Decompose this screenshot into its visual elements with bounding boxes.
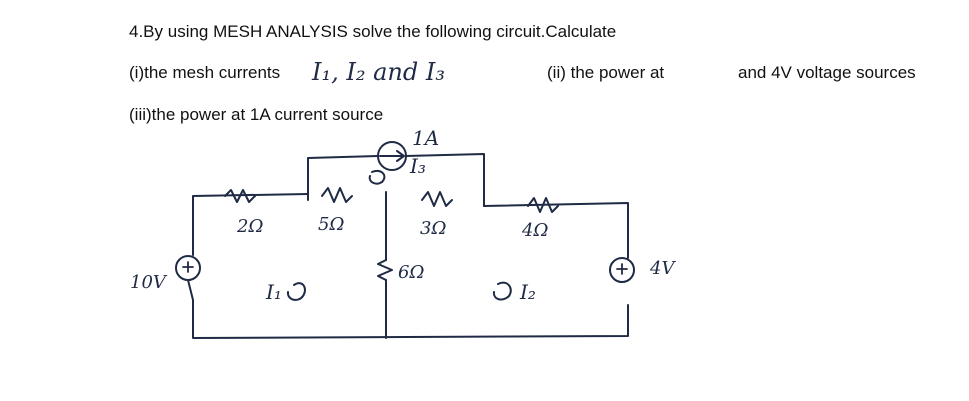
- part-1-mesh-currents: I₁, I₂ and I₃: [312, 58, 445, 86]
- mesh1-label: I₁: [266, 280, 282, 304]
- wire-top-right: [483, 193, 629, 259]
- resistor-3ohm-symbol: [421, 191, 453, 207]
- mesh1-arrow: [286, 282, 306, 301]
- resistor-3ohm-label: 3Ω: [420, 218, 447, 239]
- problem-title: 4.By using MESH ANALYSIS solve the follo…: [129, 22, 617, 41]
- current-source-arrow: [379, 150, 405, 162]
- source-10v-label: 10V: [130, 272, 166, 293]
- source-10v-plus: [182, 261, 194, 273]
- resistor-6ohm-label: 6Ω: [398, 262, 425, 283]
- resistor-5ohm-label: 5Ω: [318, 214, 345, 235]
- wire-bottom: [192, 299, 629, 339]
- part-2-suffix: and 4V voltage sources: [738, 63, 916, 82]
- mesh3-arrow: [368, 170, 386, 185]
- resistor-5ohm-symbol: [321, 187, 353, 203]
- source-4v-symbol: [609, 257, 635, 283]
- part-2-prefix: (ii) the power at: [547, 63, 665, 82]
- current-source-symbol: [377, 141, 407, 171]
- source-4v-plus: [616, 263, 628, 275]
- resistor-6ohm-symbol: [377, 259, 393, 281]
- part-1-prefix: (i)the mesh currents: [129, 63, 281, 82]
- wire-10v-lower: [187, 279, 194, 301]
- resistor-2ohm-label: 2Ω: [237, 216, 264, 237]
- wire-top-left: [192, 193, 309, 201]
- mesh2-label: I₂: [520, 280, 536, 304]
- resistor-4ohm-symbol: [527, 197, 559, 213]
- part-3: (iii)the power at 1A current source: [129, 105, 384, 124]
- wire-upper-loop: [307, 153, 485, 207]
- source-4v-label: 4V: [650, 258, 675, 279]
- current-source-label: 1A: [412, 126, 440, 150]
- mesh2-arrow: [492, 281, 512, 301]
- resistor-2ohm-symbol: [224, 189, 256, 203]
- resistor-4ohm-label: 4Ω: [522, 220, 549, 241]
- mesh3-label: I₃: [410, 154, 426, 178]
